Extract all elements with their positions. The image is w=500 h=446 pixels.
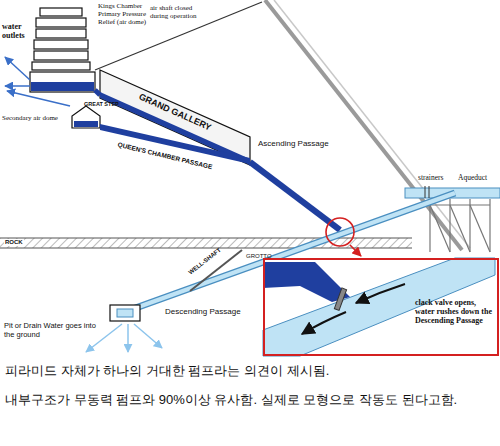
focus-circle: [326, 218, 361, 256]
grand-gallery: [100, 70, 250, 165]
outlet-arrows: [7, 91, 70, 106]
kings-chamber: [36, 18, 86, 27]
kings-chamber: [34, 51, 88, 60]
kings-chamber: [32, 62, 90, 70]
grand-gallery: [95, 90, 100, 95]
pyramid-face: [265, 0, 470, 250]
pit: [110, 305, 140, 321]
passage-label: Ascending Passage: [258, 139, 338, 148]
kings-chamber: [30, 8, 95, 92]
focus-circle: [350, 245, 361, 256]
pit: [86, 324, 162, 352]
aqueduct: [470, 205, 490, 252]
inset-detail: [302, 312, 346, 334]
pit: [134, 324, 162, 348]
inset-detail: [334, 288, 346, 310]
pit: [127, 324, 129, 352]
inset-box: clack valve opens, water rushes down the…: [263, 258, 499, 356]
rock-label: ROCK: [4, 239, 24, 246]
kings-chamber: [36, 29, 86, 38]
secondary-air-dome: [72, 106, 100, 128]
inset-detail: [356, 284, 405, 303]
outlet-arrows: [5, 57, 30, 80]
pit: [86, 305, 162, 352]
rock-band: [0, 238, 412, 239]
aqueduct: [425, 186, 426, 198]
ascending-passage: [250, 162, 340, 230]
secondary-air-dome: [74, 121, 98, 127]
inset-detail: [263, 258, 495, 356]
caption-line: 피라미드 자체가 하나의 거대한 펌프라는 의견이 제시됨.: [5, 364, 495, 379]
aqueduct: [430, 204, 490, 205]
passage-label: Descending Passage: [165, 307, 255, 316]
kings-chamber: [40, 8, 82, 16]
kings-chamber: [31, 82, 94, 91]
inset-detail: [263, 258, 495, 356]
dome-label: Secondary air dome: [2, 114, 70, 122]
step-label: GREAT STEP: [84, 101, 124, 107]
aqueduct: [489, 199, 490, 252]
pit-label: Pit or Drain Water goes into the ground: [4, 322, 102, 339]
outlet-arrows: [5, 85, 30, 87]
aqueduct-label: Aqueduct: [458, 174, 498, 183]
aqueduct: [430, 199, 490, 252]
aqueduct: [429, 186, 430, 198]
secondary-air-dome: [72, 106, 100, 128]
inset-detail: [263, 258, 495, 356]
strainer-label: strainers: [418, 174, 458, 183]
aqueduct: [430, 205, 450, 252]
pyramid-face: [274, 0, 470, 248]
caption-line: 내부구조가 무동력 펌프와 90%이상 유사함. 실제로 모형으로 작동도 된다…: [5, 393, 495, 408]
kings-chamber: [34, 40, 88, 49]
rock-band: [0, 248, 412, 249]
focus-circle: [326, 218, 354, 246]
aqueduct: [450, 205, 470, 252]
inset-detail: [263, 262, 350, 302]
air-shaft: [95, 2, 262, 70]
pit: [117, 309, 133, 317]
grand-gallery: [95, 70, 250, 165]
pyramid-face: [265, 0, 462, 250]
inset-detail: [302, 284, 405, 334]
callout-text: clack valve opens, water rushes down the…: [415, 298, 495, 326]
kings-chamber: [30, 72, 95, 92]
outlet-arrows: [5, 57, 70, 106]
outlet-label: water outlets: [2, 22, 32, 40]
shaft-note: air shaft closed during operation: [150, 4, 206, 20]
rock-band: [0, 238, 412, 248]
rock-band: [0, 238, 412, 248]
